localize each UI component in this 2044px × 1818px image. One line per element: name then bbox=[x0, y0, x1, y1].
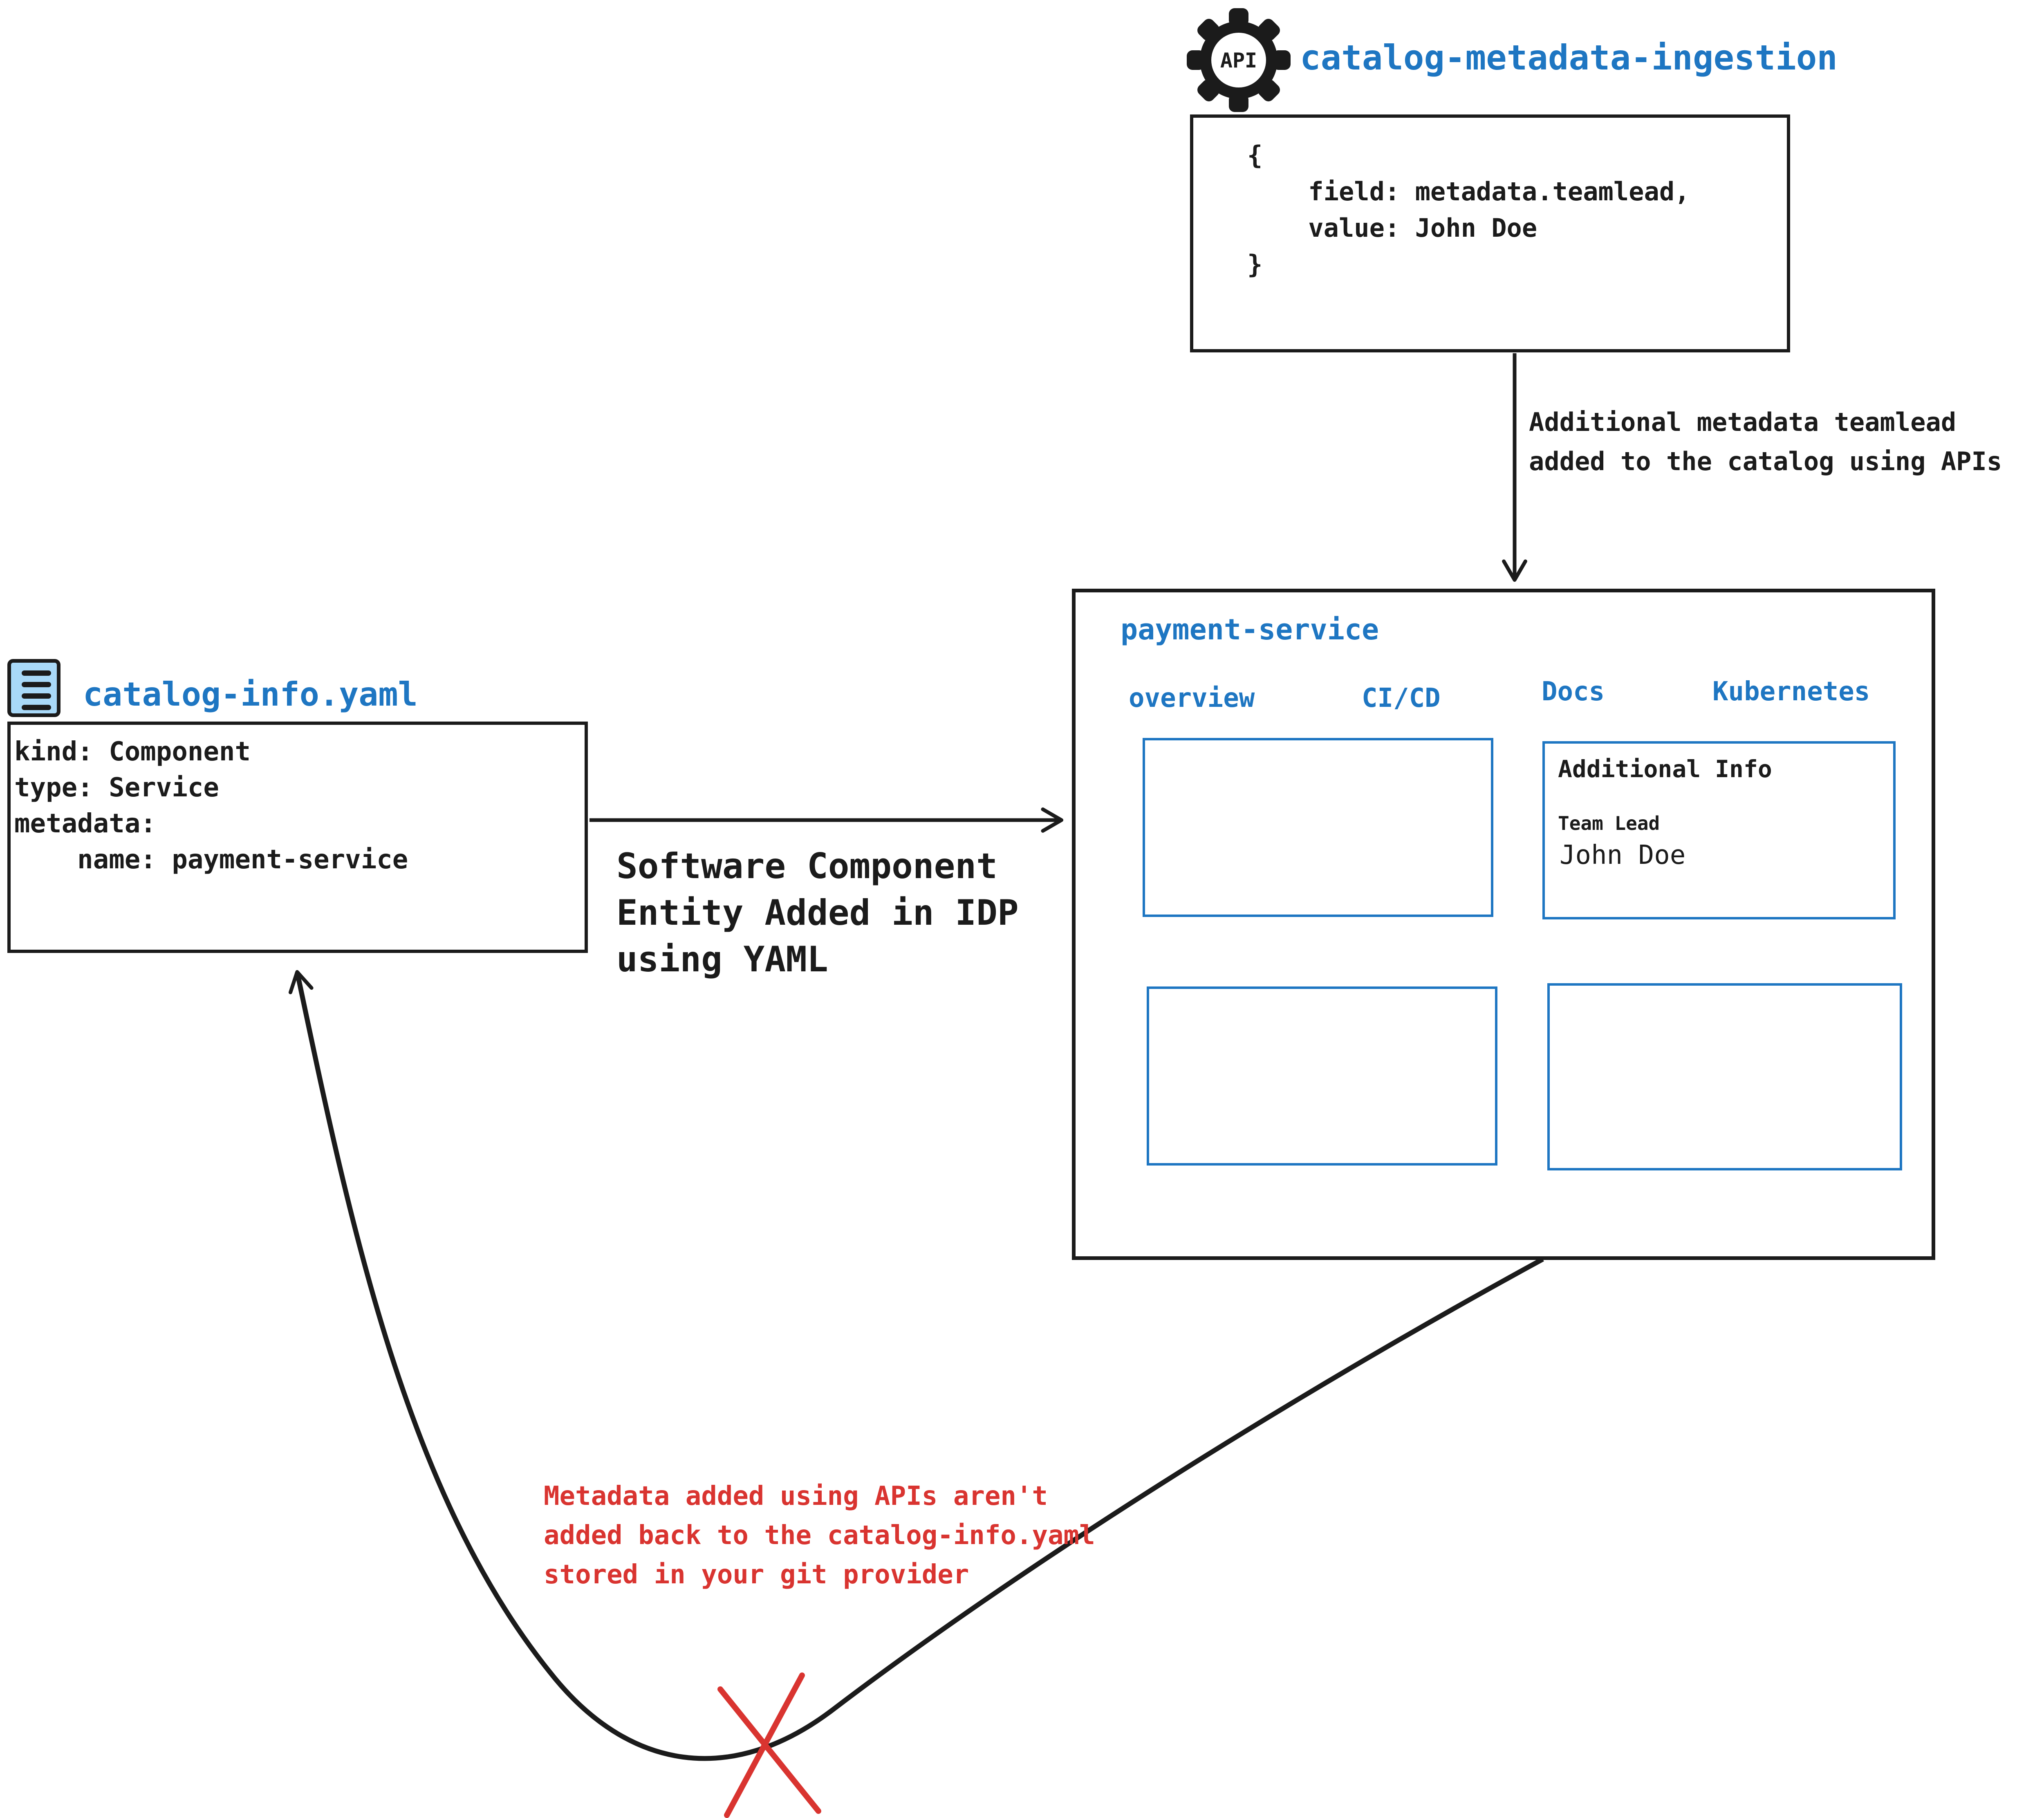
team-lead-value: John Doe bbox=[1560, 840, 1686, 870]
payment-service-window: payment-service overview CI/CD Docs Kube… bbox=[1072, 589, 1935, 1260]
tab-cicd: CI/CD bbox=[1362, 683, 1441, 713]
tab-kubernetes: Kubernetes bbox=[1712, 677, 1870, 707]
api-arrow-label: Additional metadata teamlead added to th… bbox=[1529, 407, 2002, 476]
ingestion-json-code: { field: metadata.teamlead, value: John … bbox=[1247, 140, 1690, 279]
api-gear-icon: API bbox=[1183, 5, 1294, 115]
api-icon-label: API bbox=[1220, 49, 1257, 72]
lower-right-panel bbox=[1547, 983, 1902, 1170]
doc-icon-line bbox=[22, 693, 51, 699]
red-cross-mark bbox=[717, 1672, 821, 1818]
tab-docs: Docs bbox=[1542, 677, 1605, 707]
ingestion-title: catalog-metadata-ingestion bbox=[1300, 38, 1838, 78]
overview-panel bbox=[1143, 738, 1493, 917]
doc-icon-line bbox=[22, 670, 51, 676]
team-lead-label: Team Lead bbox=[1558, 812, 1660, 834]
warning-note: Metadata added using APIs aren't added b… bbox=[544, 1481, 1095, 1590]
yaml-file-box: kind: Component type: Service metadata: … bbox=[7, 722, 588, 953]
additional-info-panel: Additional Info Team Lead John Doe bbox=[1542, 741, 1896, 919]
yaml-file-title: catalog-info.yaml bbox=[83, 675, 418, 713]
idp-to-yaml-curve-arrow bbox=[288, 970, 1544, 1761]
lower-left-panel bbox=[1147, 986, 1497, 1166]
doc-icon-line bbox=[22, 682, 51, 687]
yaml-file-code: kind: Component type: Service metadata: … bbox=[14, 737, 408, 875]
additional-info-heading: Additional Info bbox=[1558, 755, 1772, 783]
tab-overview: overview bbox=[1129, 683, 1255, 713]
payment-service-title: payment-service bbox=[1121, 613, 1379, 646]
ingestion-json-box: { field: metadata.teamlead, value: John … bbox=[1190, 114, 1790, 352]
yaml-arrow-label: Software Component Entity Added in IDP u… bbox=[616, 846, 1019, 980]
yaml-file-icon bbox=[7, 659, 61, 717]
doc-icon-line bbox=[22, 705, 51, 710]
